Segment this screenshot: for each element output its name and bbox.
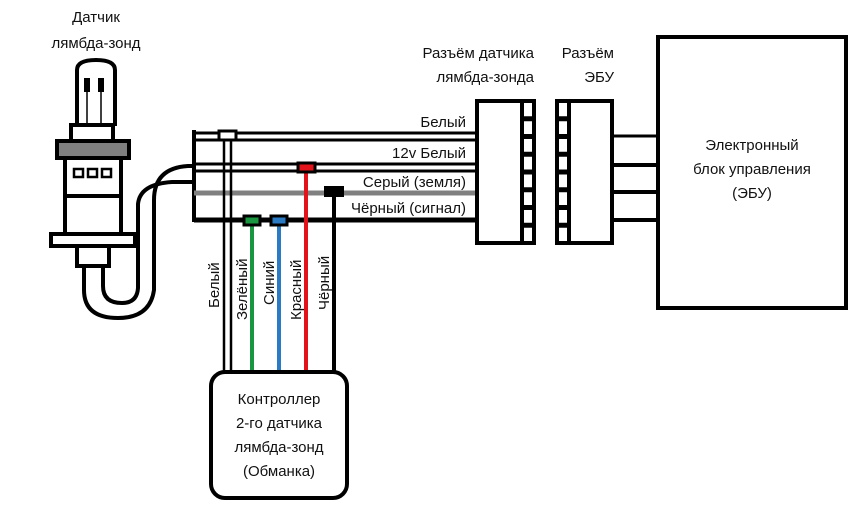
ecu-box: Электронный блок управления (ЭБУ) [656, 35, 848, 310]
sensor-pin-divider-3 [522, 151, 534, 157]
controller-box-frame [209, 370, 349, 500]
ecu-connector-title-line2: ЭБУ [584, 69, 614, 86]
sensor-window-3 [100, 167, 113, 179]
ecu-pin-divider-6 [557, 205, 569, 210]
sensor-body-lower [63, 194, 123, 236]
tap-label-green: Зелёный [234, 259, 251, 320]
sensor-gray-collar [55, 139, 131, 160]
controller-box: Контроллер 2-го датчика лямбда-зонд (Обм… [209, 370, 349, 500]
tap-label-black: Чёрный [316, 256, 333, 310]
sensor-pin-right [98, 78, 104, 92]
sensor-connector-title-line2: лямбда-зонда [437, 69, 535, 86]
tap-clip-black [324, 186, 344, 197]
ecu-connector: Разъём ЭБУ [555, 45, 614, 245]
sensor-cable-inner [101, 180, 194, 306]
harness-label-white: Белый [420, 114, 466, 131]
tap-label-red: Красный [288, 260, 305, 320]
ecu-pin-divider-3 [557, 151, 569, 157]
sensor-pin-divider-7 [522, 222, 534, 228]
controller-text-line3: лямбда-зонд [234, 439, 323, 456]
sensor-pin-left [84, 78, 90, 92]
sensor-connector-body [475, 99, 524, 245]
ecu-box-frame [656, 35, 848, 310]
ecu-connector-pin-dividers [557, 116, 569, 228]
sensor-window-1 [72, 167, 85, 179]
sensor-connector-title-line1: Разъём датчика [423, 45, 535, 62]
sensor-pin-divider-5 [522, 187, 534, 193]
ecu-connector-title-line1: Разъём [562, 45, 614, 62]
ecu-pin-divider-1 [557, 116, 569, 122]
tap-label-blue: Синий [261, 261, 278, 305]
harness: Белый 12v Белый Серый (земля) Чёрный (си… [192, 114, 476, 223]
tap-clip-red [296, 161, 317, 174]
controller-wires: Белый Зелёный Синий Красный Чёрный [206, 129, 344, 372]
harness-label-black: Чёрный (сигнал) [351, 200, 466, 217]
ecu-pin-divider-2 [557, 134, 569, 139]
ecu-connector-body [567, 99, 614, 245]
tap-label-white: Белый [206, 262, 223, 308]
sensor-title-line2: лямбда-зонд [51, 35, 140, 52]
controller-text-line2: 2-го датчика [236, 415, 323, 432]
tap-clip-green [242, 214, 262, 227]
ecu-pin-divider-4 [557, 169, 569, 175]
ecu-pin-divider-5 [557, 187, 569, 193]
sensor-connector: Разъём датчика лямбда-зонда [423, 45, 536, 245]
sensor-pin-divider-6 [522, 205, 534, 210]
controller-text-line4: (Обманка) [243, 463, 315, 480]
lambda-sensor: Датчик лямбда-зонд [49, 9, 194, 321]
sensor-pin-divider-4 [522, 169, 534, 175]
tap-clip-white [217, 129, 238, 142]
sensor-connector-pin-dividers [522, 116, 534, 228]
sensor-title-line1: Датчик [72, 9, 120, 26]
ecu-pin-divider-7 [557, 222, 569, 228]
sensor-window-2 [86, 167, 99, 179]
harness-label-gray: Серый (земля) [363, 174, 466, 191]
tap-clip-blue [269, 214, 289, 227]
harness-label-12v: 12v Белый [392, 145, 466, 162]
ecu-text-line3: (ЭБУ) [732, 185, 772, 202]
ecu-link-wires [612, 134, 658, 222]
sensor-neck [69, 123, 115, 143]
sensor-tip [75, 57, 117, 126]
sensor-boot [75, 244, 111, 268]
ecu-text-line2: блок управления [693, 161, 811, 178]
sensor-pin-divider-1 [522, 116, 534, 122]
controller-text-line1: Контроллер [238, 391, 321, 408]
sensor-cable-outer [82, 164, 194, 321]
sensor-pin-divider-2 [522, 134, 534, 139]
ecu-text-line1: Электронный [705, 137, 798, 154]
